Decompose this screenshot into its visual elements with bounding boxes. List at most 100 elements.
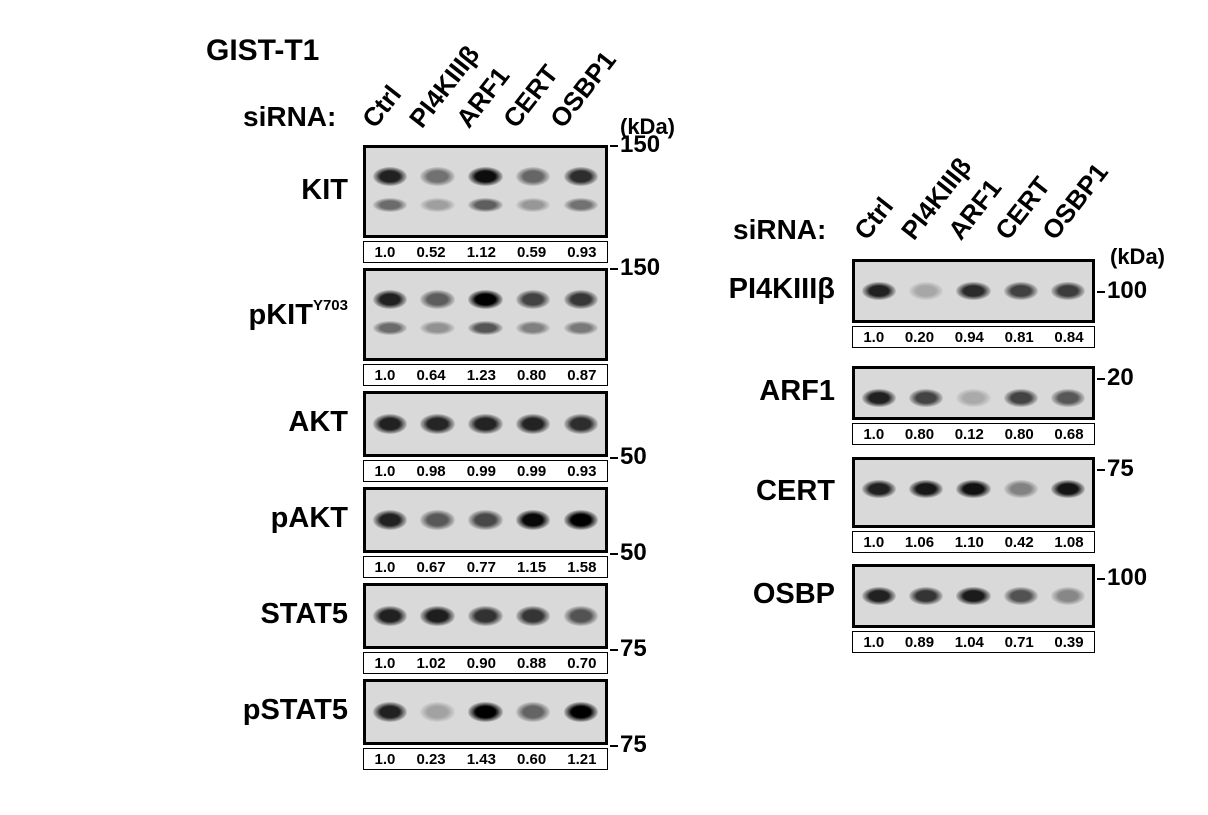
blot-label-superscript: Y703 [312, 296, 348, 314]
quant-value: 1.0 [374, 366, 396, 384]
protein-band [563, 606, 599, 626]
mw-marker: 75 [610, 731, 647, 759]
protein-band [861, 281, 896, 301]
protein-band [516, 702, 551, 722]
quant-value: 0.80 [904, 425, 935, 443]
protein-band [563, 510, 599, 530]
lane-label: Ctrl [355, 79, 408, 134]
quant-value: 0.39 [1054, 633, 1084, 651]
mw-marker-tick [1097, 468, 1105, 471]
right-kda-label: (kDa) [1110, 244, 1166, 269]
protein-band [420, 290, 455, 310]
blot-label-text: KIT [301, 173, 348, 206]
protein-band-lower [516, 321, 551, 336]
blot-row-label: OSBP [753, 578, 835, 611]
blot-row-label: pAKT [271, 502, 348, 535]
blot-row-label: AKT [288, 406, 348, 439]
mw-marker-value: 150 [620, 254, 661, 281]
protein-band [420, 702, 455, 722]
mw-marker-value: 50 [620, 443, 647, 470]
mw-marker: 50 [610, 443, 647, 471]
blot-image [363, 487, 608, 553]
mw-marker: 100 [1097, 277, 1147, 305]
protein-band [1051, 586, 1086, 606]
protein-band [909, 388, 944, 408]
quant-value: 1.21 [567, 750, 597, 768]
protein-band [420, 606, 455, 626]
mw-marker-value: 75 [1107, 455, 1134, 482]
blot-image [363, 391, 608, 457]
mw-marker-value: 75 [620, 635, 647, 662]
protein-band [1051, 281, 1086, 301]
protein-band-lower [420, 321, 455, 336]
mw-marker-tick [1097, 377, 1105, 380]
blot-image [363, 679, 608, 745]
mw-marker: 20 [1097, 364, 1134, 392]
quant-value: 0.80 [1004, 425, 1034, 443]
protein-band [372, 414, 408, 434]
protein-band [468, 414, 503, 434]
protein-band [909, 479, 944, 499]
protein-band [468, 167, 503, 187]
quant-value: 1.0 [374, 243, 396, 261]
protein-band [1003, 281, 1038, 301]
blot-label-text: pAKT [270, 502, 348, 534]
blot-image [852, 457, 1095, 528]
protein-band [516, 414, 551, 434]
blot-row-label: CERT [756, 475, 835, 508]
lane-label: OSBP1 [1035, 157, 1114, 246]
quant-value: 1.10 [954, 533, 984, 551]
protein-band [563, 414, 599, 434]
quant-value: 1.02 [416, 654, 446, 672]
protein-band [563, 167, 599, 187]
protein-band-lower [468, 321, 503, 336]
blot-label-text: AKT [288, 406, 348, 438]
protein-band [420, 510, 455, 530]
mw-marker: 100 [1097, 564, 1147, 592]
protein-band [956, 388, 991, 408]
blot-image [852, 259, 1095, 323]
quant-value: 1.15 [516, 558, 547, 576]
blot-row-label: pSTAT5 [243, 694, 348, 727]
protein-band [956, 479, 991, 499]
protein-band-lower [372, 198, 408, 213]
quant-value: 0.59 [516, 243, 547, 261]
mw-marker-value: 100 [1107, 564, 1148, 591]
mw-marker: 75 [1097, 455, 1134, 483]
quant-value: 1.12 [466, 243, 496, 261]
quant-value: 0.68 [1054, 425, 1084, 443]
protein-band [468, 606, 503, 626]
protein-band [516, 606, 551, 626]
mw-marker: 75 [610, 635, 647, 663]
protein-band [516, 167, 551, 187]
quant-value: 0.94 [954, 328, 984, 346]
protein-band [861, 388, 896, 408]
quant-value: 0.81 [1004, 328, 1034, 346]
mw-marker: 150 [610, 131, 660, 159]
protein-band [1003, 388, 1038, 408]
quant-value: 0.77 [466, 558, 496, 576]
protein-band [372, 510, 408, 530]
quant-value: 1.0 [374, 750, 396, 768]
protein-band-lower [372, 321, 408, 336]
protein-band [861, 479, 896, 499]
quant-value: 0.70 [567, 654, 597, 672]
protein-band [420, 414, 455, 434]
blot-label-text: OSBP [752, 578, 835, 610]
protein-band [909, 586, 944, 606]
protein-band [1051, 388, 1086, 408]
quant-value: 1.04 [954, 633, 984, 651]
blot-row-label: PI4KIIIβ [729, 273, 835, 306]
mw-marker-value: 150 [620, 131, 661, 158]
blot-label-text: pKIT [248, 298, 313, 331]
protein-band [861, 586, 896, 606]
quant-value: 1.0 [374, 654, 396, 672]
right-sirna-label: siRNA: [733, 214, 827, 245]
protein-band [372, 290, 408, 310]
quant-value: 0.80 [516, 366, 547, 384]
